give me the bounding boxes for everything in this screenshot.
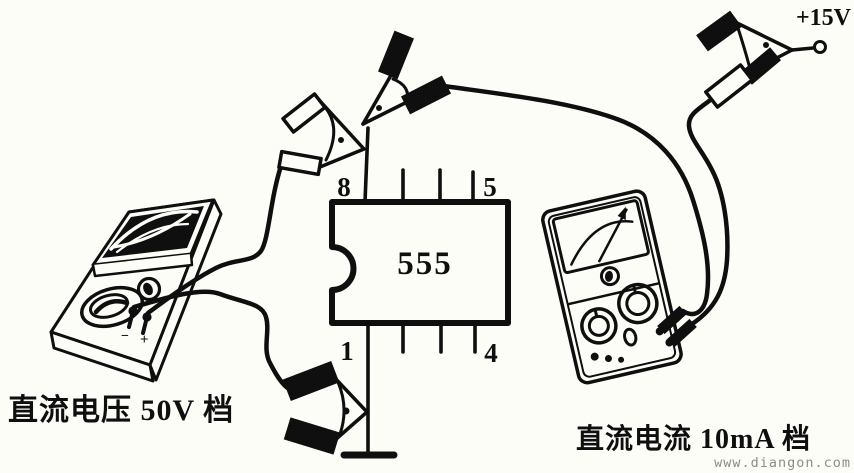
clip-pivot-dot: [376, 105, 382, 111]
ic-chip-555: 555 8 5 1 4: [329, 126, 511, 459]
alligator-clip-pin8-top: [361, 30, 452, 126]
terminal-positive-label: +: [140, 332, 149, 348]
right-meter-jack-dot-2: [604, 355, 612, 363]
clip-spring: [323, 105, 336, 162]
right-meter-needle: [598, 208, 628, 263]
power-supply-connection: +15V: [696, 5, 852, 109]
pin-number-5: 5: [483, 172, 497, 202]
right-meter-dial-right-pointer: [632, 284, 637, 295]
clip-lower-jaw: [361, 100, 409, 126]
clip-pivot-dot: [763, 42, 769, 48]
clip-upper-jaw: [361, 75, 392, 126]
power-terminal-lead: [790, 46, 815, 52]
clip-pivot-dot: [342, 407, 350, 415]
wire-left-meter-to-ground-clip: [131, 289, 292, 392]
power-label: +15V: [796, 5, 852, 31]
clip-handle-lower: [283, 417, 341, 455]
right-meter-jack-dot-3: [618, 356, 625, 363]
clip-spring: [736, 26, 751, 67]
left-meter-lid-edge: [91, 252, 194, 278]
clip-handle-upper: [282, 360, 340, 402]
right-multimeter: [541, 189, 683, 385]
right-meter-zero-adjust-slot: [604, 270, 614, 282]
clip-spring: [336, 380, 346, 436]
left-meter-scale-arc: [109, 209, 199, 251]
clip-upper-jaw: [733, 20, 794, 52]
left-meter-side-face: [148, 198, 223, 382]
left-meter-adjust-slot: [143, 282, 153, 296]
left-multimeter: − +: [49, 198, 223, 383]
clip-handle-upper: [378, 30, 414, 80]
right-meter-zero-adjust-knob: [599, 266, 620, 287]
wire-ic-top-clip-to-right-meter: [441, 83, 711, 317]
clip-pivot-dot: [338, 137, 344, 143]
right-meter-scale-arc: [570, 220, 634, 266]
ic-body: [329, 199, 511, 326]
clip-handle-lower: [740, 47, 782, 85]
alligator-clip-pin8-left-meter: [277, 92, 366, 177]
ic-label: 555: [397, 246, 453, 282]
terminal-negative-label: −: [121, 329, 129, 344]
right-meter-plug-1: [657, 305, 687, 335]
right-meter-dial-left-pointer: [593, 307, 599, 318]
left-meter-adjust-knob: [136, 276, 162, 302]
left-meter-front-face: [49, 330, 155, 383]
left-meter-scale-arc-2: [115, 222, 190, 254]
pin-number-1: 1: [340, 336, 354, 366]
clip-wire-sleeve: [704, 63, 754, 109]
right-meter-fuse-oval: [623, 327, 638, 347]
left-meter-dial-pointer: [93, 299, 130, 315]
right-meter-needle-tip: [617, 206, 626, 221]
wire-left-meter-to-pin8-clip: [145, 163, 284, 316]
right-meter-inner-border: [547, 196, 677, 378]
clip-handle-lower: [400, 75, 452, 115]
pin-number-8: 8: [337, 172, 351, 202]
right-meter-jack-dot-1: [590, 352, 599, 361]
power-terminal: [813, 40, 827, 54]
alligator-clip-ground: [282, 360, 369, 455]
ic-pins: [363, 126, 477, 454]
left-meter-needle: [112, 212, 192, 249]
ic-pin-8-lead: [363, 126, 370, 204]
clip-lower-jaw: [318, 147, 366, 169]
clip-handle-upper: [281, 92, 327, 134]
wire-power-clip-to-right-meter: [686, 95, 730, 327]
left-meter-plug-stem-2: [141, 319, 148, 335]
clip-handle-lower: [277, 149, 323, 177]
left-meter-caption: 直流电压 50V 档: [8, 394, 234, 427]
pin-number-4: 4: [484, 338, 498, 368]
right-meter-caption: 直流电流 10mA 档: [576, 423, 811, 455]
right-meter-plug-2: [667, 318, 697, 348]
alligator-clip-power: [696, 10, 794, 109]
left-meter-plug-stem-1: [127, 313, 134, 329]
clip-handle-upper: [696, 10, 742, 52]
watermark: www.diangon.com: [714, 455, 851, 471]
